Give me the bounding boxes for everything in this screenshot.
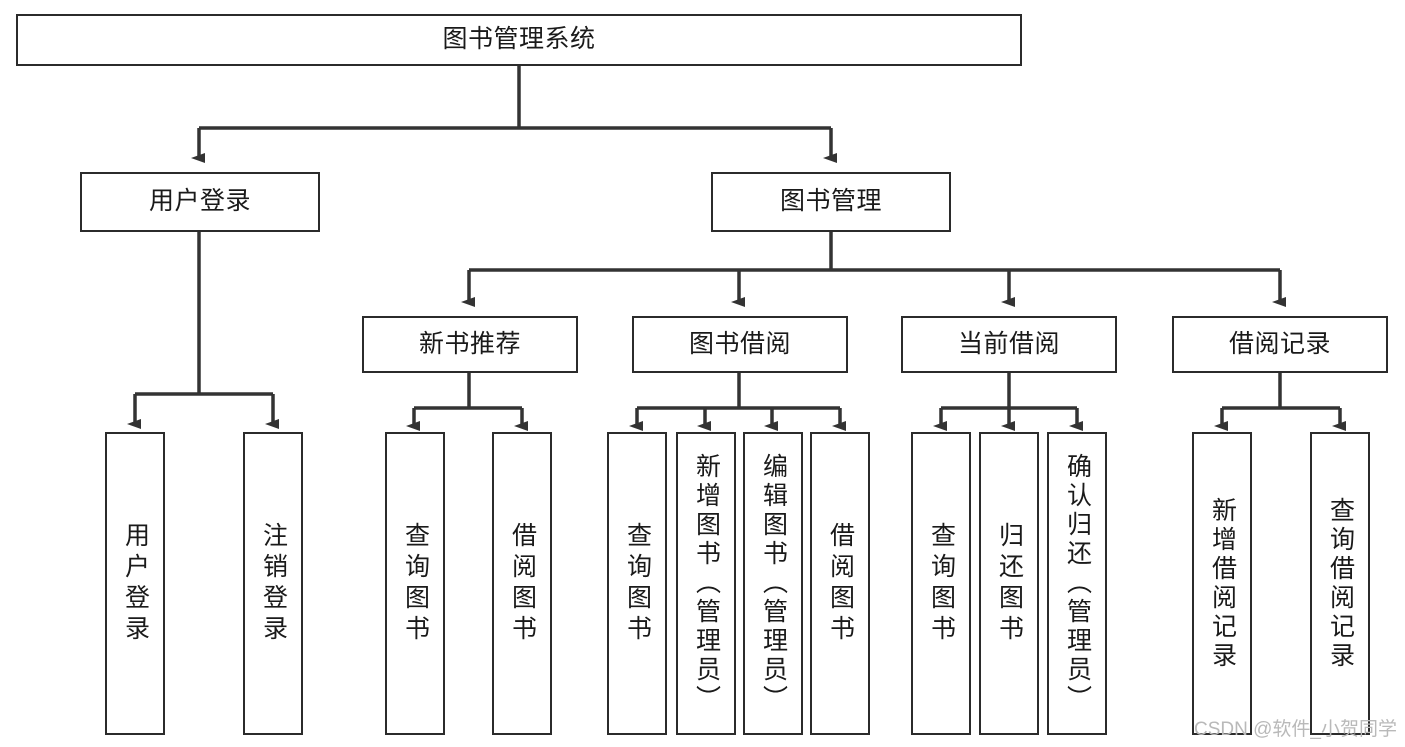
node-label: 借阅图书 bbox=[826, 521, 855, 646]
node-leaf-query-borrow-record[interactable]: 查询借阅记录 bbox=[1310, 432, 1370, 735]
node-label: 用户登录 bbox=[121, 521, 150, 646]
node-leaf-add-borrow-record[interactable]: 新增借阅记录 bbox=[1192, 432, 1252, 735]
node-label: 图书借阅 bbox=[688, 329, 791, 358]
node-label: 查询图书 bbox=[401, 521, 430, 646]
node-root-system[interactable]: 图书管理系统 bbox=[16, 14, 1022, 66]
edge-group-book-borrow bbox=[629, 373, 846, 431]
node-leaf-add-book[interactable]: 新增图书（管理员） bbox=[676, 432, 736, 735]
node-leaf-borrow-book-2[interactable]: 借阅图书 bbox=[810, 432, 870, 735]
node-label: 图书管理 bbox=[779, 187, 882, 216]
node-label: 当前借阅 bbox=[957, 329, 1060, 358]
edge-group-user-login bbox=[127, 232, 279, 429]
edge-group-root bbox=[191, 66, 837, 163]
node-label: 新增图书（管理员） bbox=[692, 453, 721, 714]
node-new-book-recommend[interactable]: 新书推荐 bbox=[362, 316, 578, 373]
node-label: 查询借阅记录 bbox=[1326, 496, 1355, 671]
node-label: 新书推荐 bbox=[418, 329, 521, 358]
node-label: 确认归还（管理员） bbox=[1063, 453, 1092, 714]
node-label: 图书管理系统 bbox=[442, 25, 596, 54]
node-label: 注销登录 bbox=[259, 521, 288, 646]
node-current-borrow[interactable]: 当前借阅 bbox=[901, 316, 1117, 373]
node-label: 查询图书 bbox=[623, 521, 652, 646]
node-book-manage[interactable]: 图书管理 bbox=[711, 172, 951, 232]
edge-group-new-book-rec bbox=[406, 373, 528, 431]
node-book-borrow[interactable]: 图书借阅 bbox=[632, 316, 848, 373]
node-leaf-return-book[interactable]: 归还图书 bbox=[979, 432, 1039, 735]
node-borrow-record[interactable]: 借阅记录 bbox=[1172, 316, 1388, 373]
node-label: 借阅记录 bbox=[1228, 329, 1331, 358]
edge-group-book-manage bbox=[461, 232, 1286, 307]
node-leaf-query-book-3[interactable]: 查询图书 bbox=[911, 432, 971, 735]
node-leaf-query-book-1[interactable]: 查询图书 bbox=[385, 432, 445, 735]
node-label: 编辑图书（管理员） bbox=[759, 453, 788, 714]
node-label: 借阅图书 bbox=[508, 521, 537, 646]
node-user-login[interactable]: 用户登录 bbox=[80, 172, 320, 232]
node-leaf-edit-book[interactable]: 编辑图书（管理员） bbox=[743, 432, 803, 735]
node-label: 归还图书 bbox=[995, 521, 1024, 646]
node-label: 查询图书 bbox=[927, 521, 956, 646]
node-label: 用户登录 bbox=[148, 187, 251, 216]
watermark-text: CSDN @软件_小贺同学 bbox=[1194, 719, 1397, 740]
edge-group-borrow-record bbox=[1214, 373, 1346, 431]
node-leaf-borrow-book-1[interactable]: 借阅图书 bbox=[492, 432, 552, 735]
node-leaf-user-login[interactable]: 用户登录 bbox=[105, 432, 165, 735]
node-leaf-query-book-2[interactable]: 查询图书 bbox=[607, 432, 667, 735]
edge-group-current-borrow bbox=[933, 373, 1083, 431]
node-leaf-confirm-return[interactable]: 确认归还（管理员） bbox=[1047, 432, 1107, 735]
node-label: 新增借阅记录 bbox=[1208, 496, 1237, 671]
node-leaf-user-logout[interactable]: 注销登录 bbox=[243, 432, 303, 735]
